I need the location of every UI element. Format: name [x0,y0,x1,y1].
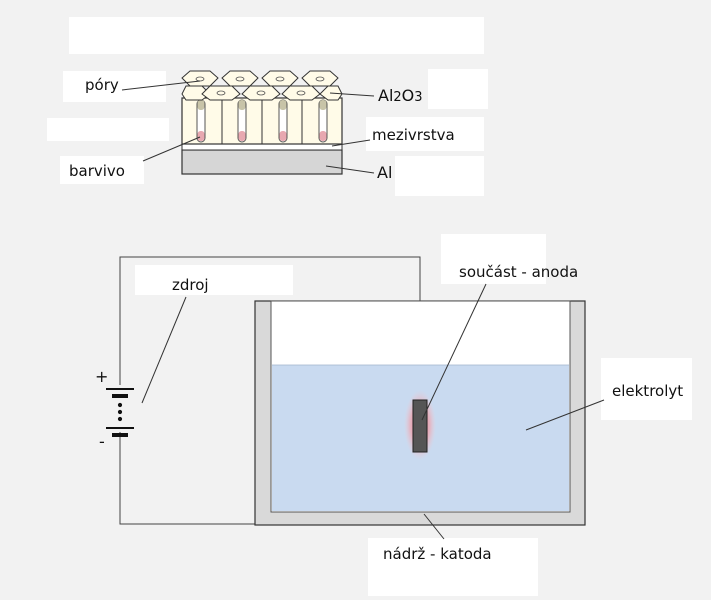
label-bg-interlayer [366,117,484,151]
label-bg-electrolyte [601,358,692,420]
label-bg-aluminium [395,156,484,196]
leader-interlayer [331,139,371,147]
dye-fill [238,131,246,141]
anodizing-cell [106,256,605,540]
dye-fill [319,131,327,141]
battery-plus-sign: + [95,367,109,386]
label-oxide: Al2O3 [378,86,423,105]
leader-anode [421,283,487,421]
anodized-layer-cross-section [121,70,375,175]
aluminium-substrate [181,149,343,175]
label-bg-oxide [428,69,488,109]
label-bg-anode [441,234,546,284]
battery-minus-sign: - [99,432,105,451]
leader-tank [423,513,445,540]
label-oxide-sub1: 2 [393,90,402,105]
pore-tube [278,99,288,143]
leader-dye [142,136,201,162]
leader-aluminium [325,165,375,174]
label-interlayer: mezivrstva [372,126,455,144]
leader-oxide [329,92,375,97]
label-oxide-sub2: 3 [414,90,423,105]
hexagonal-cells [181,70,343,101]
label-oxide-o: O [401,86,415,105]
label-dye: barvivo [69,162,125,180]
dye-fill [279,131,287,141]
label-bg-left-mid [47,118,169,141]
title-placeholder [69,17,484,54]
label-oxide-al: Al [378,86,394,105]
leader-pores [121,80,201,91]
label-bg-source [135,265,293,295]
pore-tube [318,99,328,143]
battery-symbol [106,388,134,437]
anode-part [412,399,428,453]
interlayer-band [181,143,343,151]
pore-tube [237,99,247,143]
dye-fill [197,131,205,141]
label-bg-dye [60,156,144,184]
label-electrolyte: elektrolyt [612,382,684,400]
label-tank: nádrž - katoda [383,545,492,563]
label-bg-tank [368,538,538,596]
leader-electrolyte [525,399,605,431]
label-source: zdroj [172,276,209,294]
label-anode: součást - anoda [459,263,579,281]
leader-source [141,296,187,404]
pore-tube [196,99,206,143]
pore-tubes [196,99,328,143]
label-aluminium: Al [377,163,393,182]
label-pores: póry [85,76,119,94]
